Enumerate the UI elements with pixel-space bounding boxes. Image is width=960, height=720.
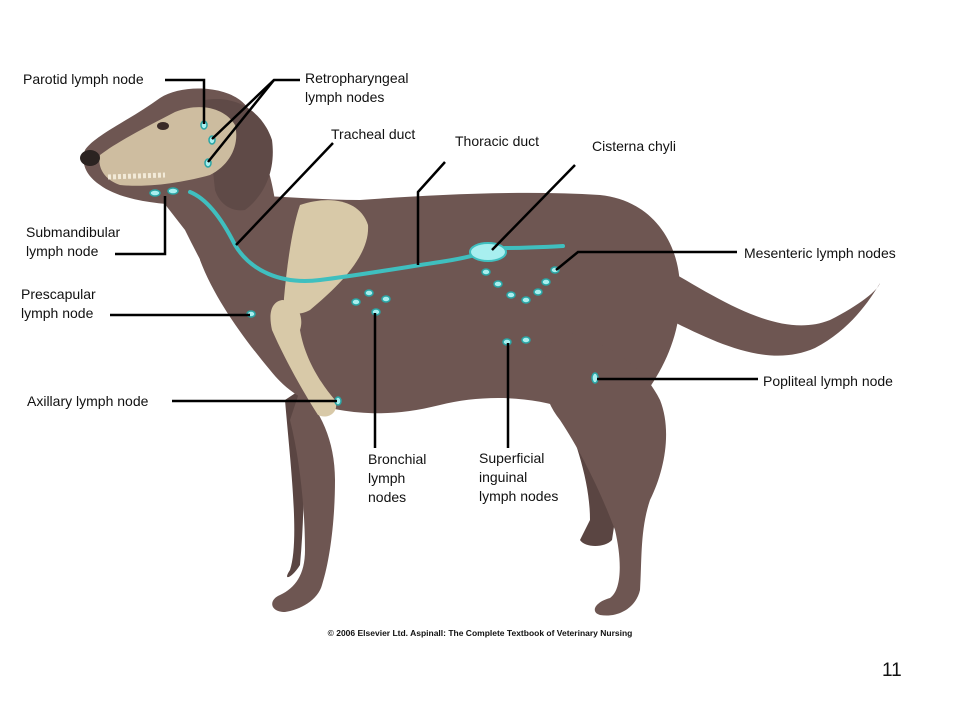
cisterna-to-mesenteric-vessel xyxy=(503,244,565,250)
label-bronchial-lymph-nodes: Bronchial lymph nodes xyxy=(368,451,427,505)
label-mesenteric-lymph-nodes: Mesenteric lymph nodes xyxy=(744,245,896,261)
mesenteric-node-5 xyxy=(533,288,543,296)
dog-front-leg xyxy=(272,390,335,612)
label-axillary-lymph-node: Axillary lymph node xyxy=(27,393,149,409)
bronchial-node-1 xyxy=(351,298,361,306)
dog-scapula-bone xyxy=(283,200,369,314)
cisterna-chyli-node xyxy=(469,242,507,262)
mesenteric-node-2 xyxy=(493,280,503,288)
dog-nose xyxy=(80,150,100,166)
submandibular-node-2 xyxy=(167,187,179,195)
bronchial-node-2 xyxy=(364,289,374,297)
mesenteric-node-4 xyxy=(521,296,531,304)
bronchial-node-3 xyxy=(381,295,391,303)
label-tracheal-duct: Tracheal duct xyxy=(331,126,416,142)
label-cisterna-chyli: Cisterna chyli xyxy=(592,138,677,154)
dog-tail xyxy=(660,265,880,356)
mesenteric-node-3 xyxy=(506,291,516,299)
leader-thoracic-duct xyxy=(416,161,446,265)
label-retropharyngeal-lymph-nodes: Retropharyngeal lymph nodes xyxy=(305,70,409,105)
label-parotid-lymph-node: Parotid lymph node xyxy=(23,71,144,87)
dog-hind-leg xyxy=(543,330,667,616)
label-submandibular-lymph-node: Submandibular lymph node xyxy=(26,224,121,259)
leader-cisterna-chyli xyxy=(491,164,576,251)
leader-mesenteric xyxy=(555,250,737,271)
label-superficial-inguinal-lymph-nodes: Superficial inguinal lymph nodes xyxy=(479,450,559,504)
leader-parotid xyxy=(165,78,206,124)
dog-humerus-bone xyxy=(270,300,337,417)
dog-illustration xyxy=(80,88,880,616)
page-number: 11 xyxy=(882,660,902,681)
copyright-notice: © 2006 Elsevier Ltd. Aspinall: The Compl… xyxy=(327,628,633,638)
submandibular-node-1 xyxy=(149,189,161,197)
mesenteric-node-1 xyxy=(481,268,491,276)
label-thoracic-duct: Thoracic duct xyxy=(455,133,540,149)
label-prescapular-lymph-node: Prescapular lymph node xyxy=(21,286,96,321)
tracheal-duct-vessel xyxy=(188,190,322,283)
superficial-inguinal-node-2 xyxy=(521,336,531,344)
dog-teeth xyxy=(107,172,166,180)
label-popliteal-lymph-node: Popliteal lymph node xyxy=(763,373,893,389)
dog-eye xyxy=(157,122,169,130)
leader-retropharyngeal-2 xyxy=(207,79,275,163)
mesenteric-node-6 xyxy=(541,278,551,286)
leader-submandibular xyxy=(115,196,167,256)
leader-tracheal-duct xyxy=(235,142,334,246)
leader-lines xyxy=(110,78,758,448)
lymph-nodes xyxy=(149,120,599,406)
